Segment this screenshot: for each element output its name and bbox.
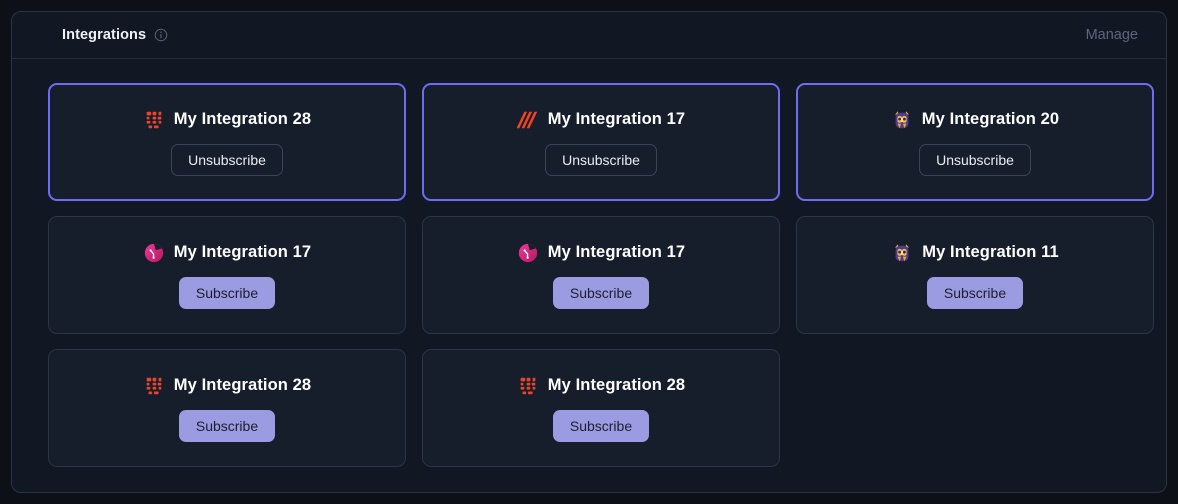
panel-title-group: Integrations <box>62 27 168 43</box>
integration-title: My Integration 17 <box>547 243 686 261</box>
integration-title: My Integration 11 <box>922 243 1059 261</box>
purple-owl-mascot-icon <box>891 109 913 131</box>
integrations-panel: Integrations Manage My Integration 28 Uns… <box>11 11 1167 493</box>
unsubscribe-button[interactable]: Unsubscribe <box>171 143 283 176</box>
integration-card[interactable]: My Integration 17 Subscribe <box>422 216 780 334</box>
panel-header: Integrations Manage <box>12 12 1166 59</box>
integration-card[interactable]: My Integration 28 Subscribe <box>422 349 780 467</box>
integration-title: My Integration 20 <box>921 110 1060 128</box>
card-title-row: My Integration 17 <box>517 242 685 264</box>
integration-title: My Integration 28 <box>547 376 686 394</box>
card-title-row: My Integration 17 <box>143 242 311 264</box>
integration-card[interactable]: My Integration 28 Unsubscribe <box>48 83 406 201</box>
subscribe-button[interactable]: Subscribe <box>552 276 650 309</box>
card-title-row: My Integration 28 <box>517 375 685 397</box>
subscribe-button[interactable]: Subscribe <box>926 276 1024 309</box>
integration-title: My Integration 28 <box>173 110 312 128</box>
purple-owl-mascot-icon <box>891 242 913 264</box>
subscribe-button[interactable]: Subscribe <box>552 409 650 442</box>
subscribe-button[interactable]: Subscribe <box>178 276 276 309</box>
integration-card[interactable]: My Integration 28 Subscribe <box>48 349 406 467</box>
unsubscribe-button[interactable]: Unsubscribe <box>919 143 1031 176</box>
red-grid-blocks-icon <box>517 375 539 397</box>
integration-card[interactable]: My Integration 17 Unsubscribe <box>422 83 780 201</box>
integration-title: My Integration 17 <box>173 243 312 261</box>
integration-title: My Integration 28 <box>173 376 312 394</box>
card-title-row: My Integration 28 <box>143 375 311 397</box>
card-title-row: My Integration 17 <box>516 109 686 131</box>
pink-circle-node-icon <box>517 242 539 264</box>
unsubscribe-button[interactable]: Unsubscribe <box>545 143 657 176</box>
integration-card[interactable]: My Integration 11 Subscribe <box>796 216 1154 334</box>
red-grid-blocks-icon <box>143 375 165 397</box>
card-title-row: My Integration 20 <box>891 109 1059 131</box>
integration-title: My Integration 17 <box>547 110 686 128</box>
card-title-row: My Integration 11 <box>891 242 1059 264</box>
integration-card[interactable]: My Integration 20 Unsubscribe <box>796 83 1154 201</box>
integration-card[interactable]: My Integration 17 Subscribe <box>48 216 406 334</box>
page-title: Integrations <box>62 27 147 43</box>
pink-circle-node-icon <box>143 242 165 264</box>
card-title-row: My Integration 28 <box>143 109 311 131</box>
info-circle-icon[interactable] <box>154 28 168 42</box>
orange-diagonal-stripes-icon <box>516 109 539 131</box>
subscribe-button[interactable]: Subscribe <box>178 409 276 442</box>
manage-link[interactable]: Manage <box>1085 27 1138 43</box>
red-grid-blocks-icon <box>143 109 165 131</box>
